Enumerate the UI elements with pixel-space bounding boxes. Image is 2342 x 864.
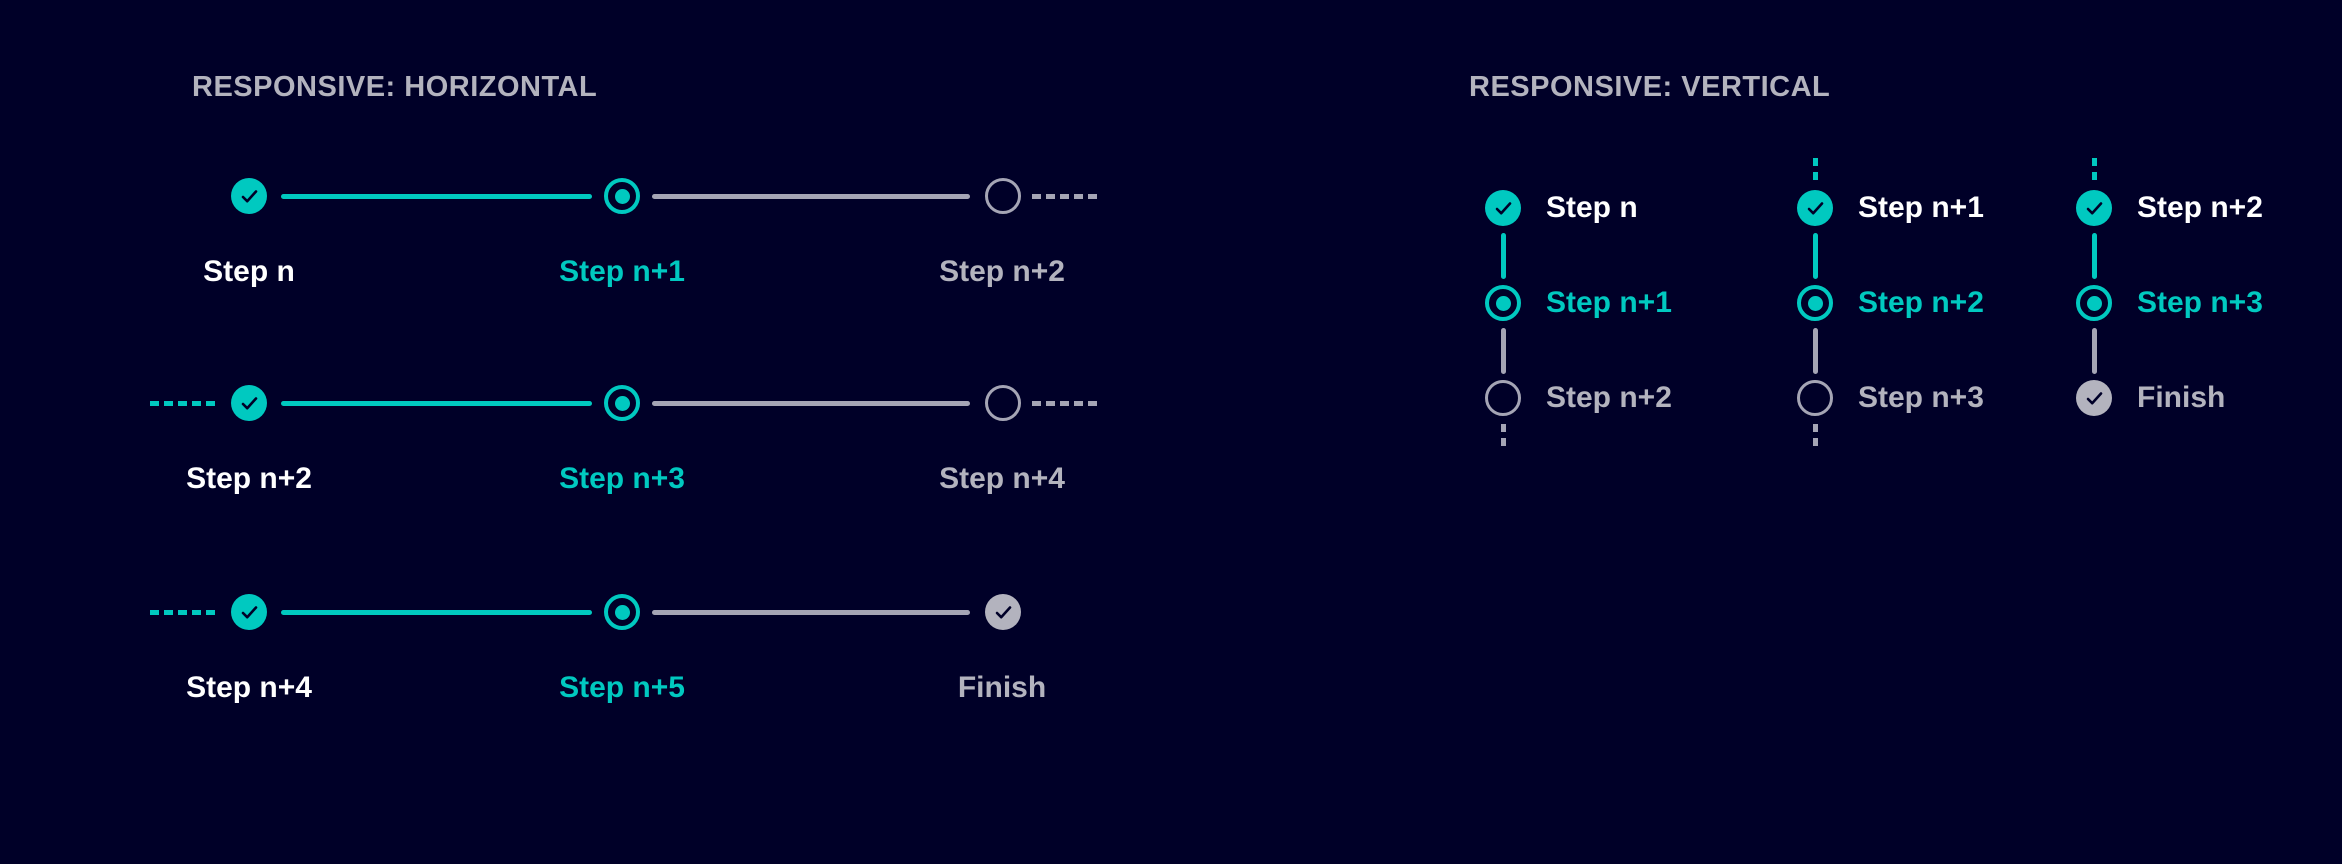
- step-circle-done[interactable]: [231, 178, 267, 214]
- check-icon: [2086, 391, 2102, 404]
- connector-dashed-left: [150, 400, 215, 406]
- step-label[interactable]: Step n+1: [559, 255, 685, 288]
- step-label[interactable]: Step n: [1546, 191, 1638, 224]
- check-icon: [241, 396, 257, 409]
- check-icon: [2086, 201, 2102, 214]
- check-icon: [995, 605, 1011, 618]
- step-circle-current[interactable]: [604, 385, 640, 421]
- stepper-horizontal-row-1: Step n Step n+1 Step n+2: [150, 178, 1110, 308]
- stepper-vertical-col-3: Step n+2 Step n+3 Finish: [2076, 0, 2336, 470]
- step-label[interactable]: Step n+2: [2137, 191, 2263, 224]
- current-dot: [1495, 295, 1511, 311]
- step-label[interactable]: Step n+1: [1858, 191, 1984, 224]
- current-dot: [2086, 295, 2102, 311]
- step-label[interactable]: Step n: [203, 255, 295, 288]
- step-circle-open[interactable]: [985, 385, 1021, 421]
- step-circle-done[interactable]: [231, 385, 267, 421]
- step-circle-open[interactable]: [1797, 380, 1833, 416]
- current-dot: [614, 604, 630, 620]
- connector-line-completed: [2091, 233, 2097, 279]
- step-label[interactable]: Step n+5: [559, 671, 685, 704]
- step-circle-open[interactable]: [985, 178, 1021, 214]
- stepper-horizontal-row-2: Step n+2 Step n+3 Step n+4: [150, 385, 1110, 515]
- step-label[interactable]: Step n+2: [186, 462, 312, 495]
- connector-line-open: [1812, 328, 1818, 374]
- step-circle-done[interactable]: [2076, 190, 2112, 226]
- step-label[interactable]: Step n+1: [1546, 286, 1672, 319]
- check-icon: [1495, 201, 1511, 214]
- connector-dashed-bottom: [1812, 424, 1818, 446]
- connector-line-open: [652, 400, 970, 406]
- step-circle-current[interactable]: [1485, 285, 1521, 321]
- step-circle-current[interactable]: [2076, 285, 2112, 321]
- stepper-horizontal-row-3: Step n+4 Step n+5 Finish: [150, 594, 1110, 724]
- current-dot: [614, 395, 630, 411]
- step-label[interactable]: Step n+2: [939, 255, 1065, 288]
- step-circle-done[interactable]: [1485, 190, 1521, 226]
- current-dot: [1807, 295, 1823, 311]
- connector-line-completed: [281, 609, 592, 615]
- section-title-vertical: RESPONSIVE: VERTICAL: [1469, 71, 1831, 103]
- step-label[interactable]: Step n+3: [559, 462, 685, 495]
- connector-line-open: [1500, 328, 1506, 374]
- connector-line-open: [2091, 328, 2097, 374]
- connector-dashed-top: [1812, 158, 1818, 183]
- current-dot: [614, 188, 630, 204]
- check-icon: [1807, 201, 1823, 214]
- stepper-vertical-col-1: Step n Step n+1 Step n+2: [1485, 0, 1745, 470]
- connector-line-completed: [281, 193, 592, 199]
- step-label[interactable]: Step n+2: [1546, 381, 1672, 414]
- step-circle-open[interactable]: [1485, 380, 1521, 416]
- connector-line-completed: [1500, 233, 1506, 279]
- step-circle-current[interactable]: [604, 178, 640, 214]
- connector-dashed-right: [1032, 400, 1097, 406]
- step-circle-done[interactable]: [1797, 190, 1833, 226]
- connector-line-open: [652, 193, 970, 199]
- step-label[interactable]: Finish: [2137, 381, 2226, 414]
- connector-dashed-bottom: [1500, 424, 1506, 446]
- step-circle-finish[interactable]: [2076, 380, 2112, 416]
- step-label[interactable]: Step n+4: [939, 462, 1065, 495]
- step-label[interactable]: Finish: [957, 671, 1047, 704]
- step-label[interactable]: Step n+3: [2137, 286, 2263, 319]
- step-circle-done[interactable]: [231, 594, 267, 630]
- step-circle-current[interactable]: [1797, 285, 1833, 321]
- connector-line-open: [652, 609, 970, 615]
- check-icon: [241, 189, 257, 202]
- connector-dashed-top: [2091, 158, 2097, 183]
- connector-dashed-left: [150, 609, 215, 615]
- connector-line-completed: [281, 400, 592, 406]
- connector-line-completed: [1812, 233, 1818, 279]
- connector-dashed-right: [1032, 193, 1097, 199]
- stepper-vertical-col-2: Step n+1 Step n+2 Step n+3: [1797, 0, 2057, 470]
- step-label[interactable]: Step n+4: [186, 671, 312, 704]
- section-title-horizontal: RESPONSIVE: HORIZONTAL: [192, 71, 598, 103]
- step-label[interactable]: Step n+3: [1858, 381, 1984, 414]
- step-label[interactable]: Step n+2: [1858, 286, 1984, 319]
- step-circle-finish[interactable]: [985, 594, 1021, 630]
- check-icon: [241, 605, 257, 618]
- step-circle-current[interactable]: [604, 594, 640, 630]
